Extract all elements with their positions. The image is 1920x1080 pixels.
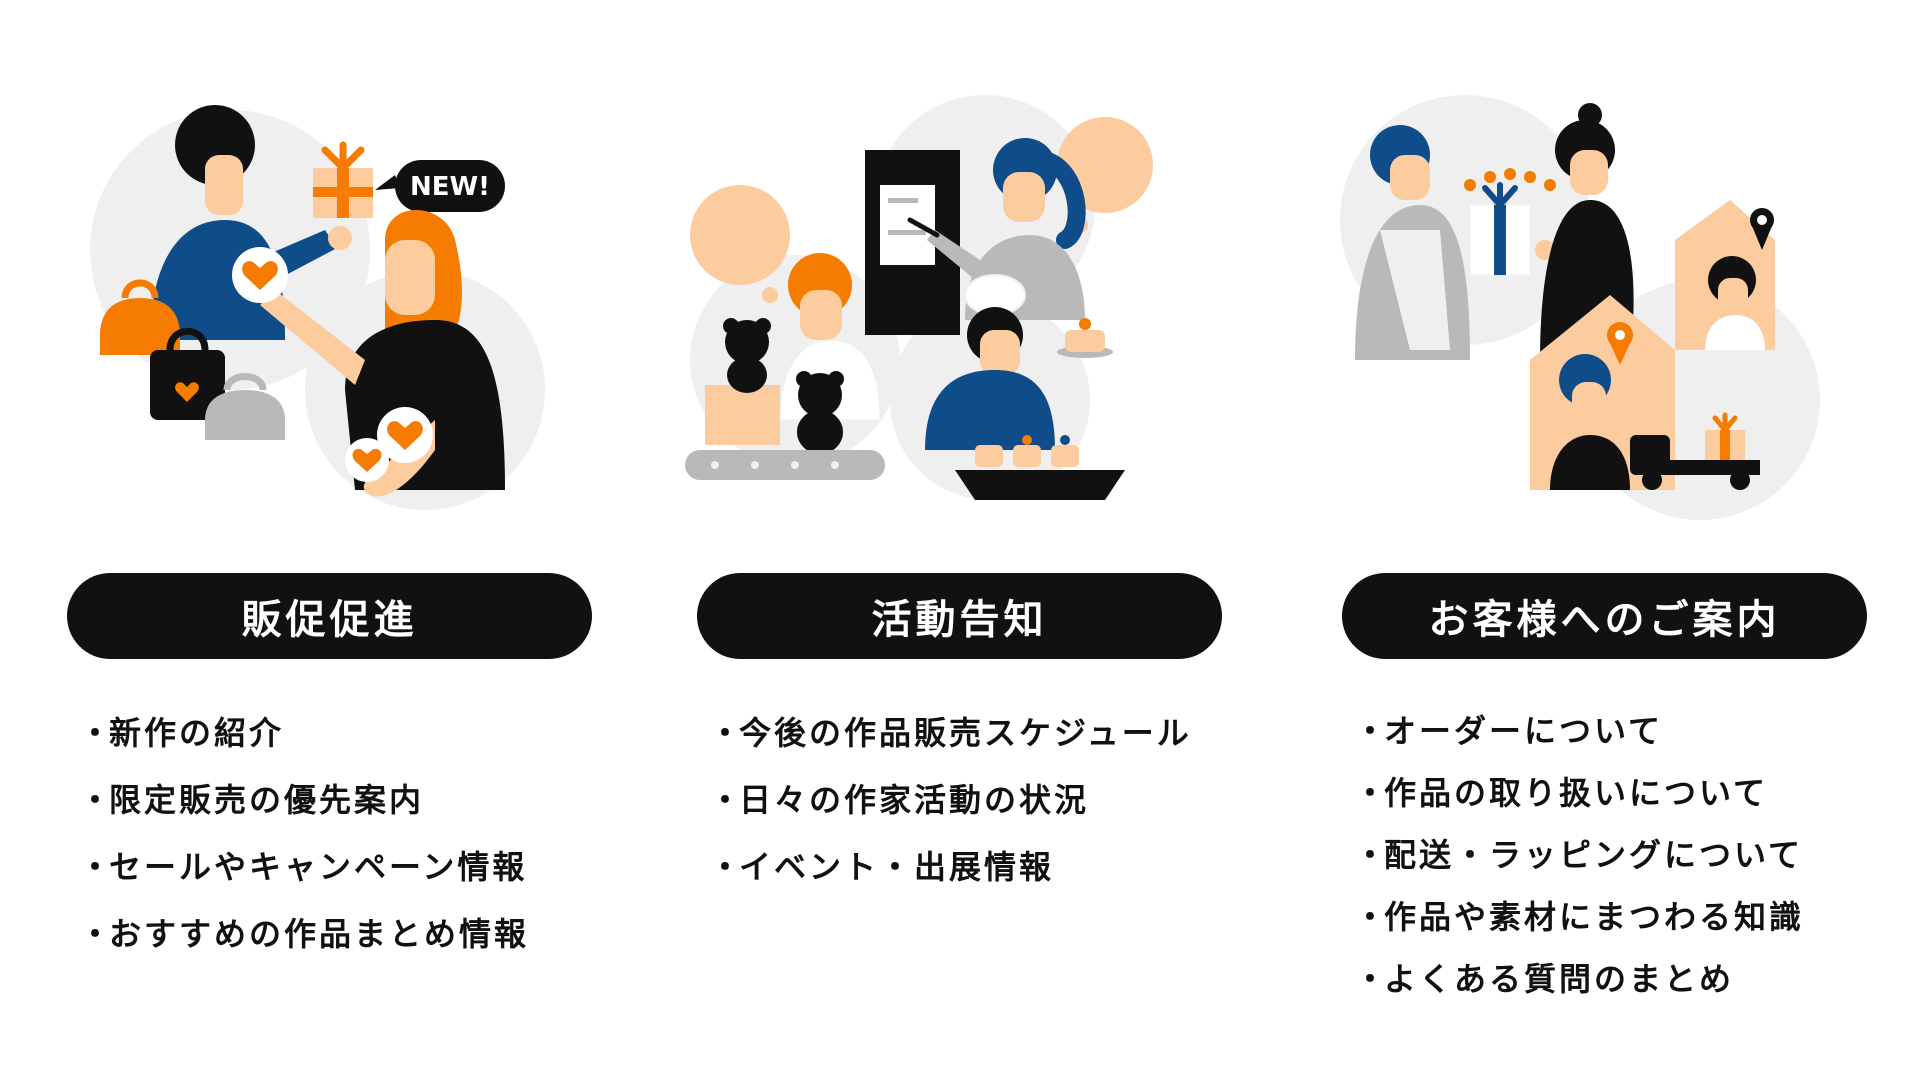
- cake-icon: [1057, 318, 1113, 358]
- gift-icon: [313, 141, 373, 218]
- heart-icon: [345, 438, 389, 482]
- location-pin-icon: [1607, 322, 1633, 365]
- list-item: ・イベント・出展情報: [709, 848, 1055, 886]
- list-item: ・日々の作家活動の状況: [709, 781, 1090, 819]
- location-pin-icon: [1750, 208, 1774, 250]
- customer-illustration-svg: [1340, 95, 1820, 520]
- activity-announcement-heading: 活動告知: [697, 573, 1222, 659]
- bag-icon: [150, 327, 225, 420]
- sales-illustration-svg: NEW!: [90, 105, 545, 510]
- truck-icon: [1630, 412, 1760, 490]
- list-item: ・オーダーについて: [1354, 712, 1664, 750]
- section-activity-announcement: 活動告知 ・今後の作品販売スケジュール ・日々の作家活動の状況 ・イベント・出展…: [685, 0, 1245, 1080]
- section-customer-guidance: お客様へのご案内 ・オーダーについて ・作品の取り扱いについて ・配送・ラッピン…: [1330, 0, 1890, 1080]
- star-icon: [1464, 168, 1556, 191]
- heart-icon: [232, 247, 288, 303]
- list-item: ・新作の紹介: [79, 714, 285, 752]
- list-item: ・今後の作品販売スケジュール: [709, 714, 1192, 752]
- house-icon: [1675, 200, 1775, 350]
- list-item: ・よくある質問のまとめ: [1354, 960, 1735, 998]
- activity-illustration: [685, 90, 1245, 550]
- customer-guidance-list: ・オーダーについて ・作品の取り扱いについて ・配送・ラッピングについて ・作品…: [1354, 700, 1804, 1010]
- speech-bubble-icon: NEW!: [375, 160, 505, 212]
- sales-promotion-heading: 販促促進: [67, 573, 592, 659]
- customer-guidance-illustration: [1330, 90, 1890, 550]
- cake-icon: [975, 435, 1079, 467]
- section-sales-promotion: NEW!: [55, 0, 615, 1080]
- list-item: ・限定販売の優先案内: [79, 781, 425, 819]
- list-item: ・おすすめの作品まとめ情報: [79, 915, 530, 953]
- list-item: ・作品や素材にまつわる知識: [1354, 898, 1805, 936]
- new-badge-text: NEW!: [410, 172, 490, 202]
- pen-icon: [907, 217, 940, 238]
- sales-promotion-list: ・新作の紹介 ・限定販売の優先案内 ・セールやキャンペーン情報 ・おすすめの作品…: [79, 700, 529, 968]
- bag-icon: [205, 373, 285, 440]
- list-item: ・作品の取り扱いについて: [1354, 774, 1769, 812]
- customer-guidance-heading: お客様へのご案内: [1342, 573, 1867, 659]
- teddy-bear-icon: [723, 318, 771, 393]
- list-item: ・セールやキャンペーン情報: [79, 848, 528, 886]
- activity-announcement-list: ・今後の作品販売スケジュール ・日々の作家活動の状況 ・イベント・出展情報: [709, 700, 1192, 901]
- list-item: ・配送・ラッピングについて: [1354, 836, 1804, 874]
- bag-icon: [100, 279, 180, 355]
- activity-illustration-svg: [685, 95, 1153, 500]
- teddy-bear-icon: [796, 371, 844, 454]
- sales-promotion-illustration: NEW!: [55, 90, 615, 550]
- speech-bubble-icon: [690, 185, 790, 303]
- gift-icon: [1469, 182, 1531, 276]
- heart-icon: [377, 407, 433, 463]
